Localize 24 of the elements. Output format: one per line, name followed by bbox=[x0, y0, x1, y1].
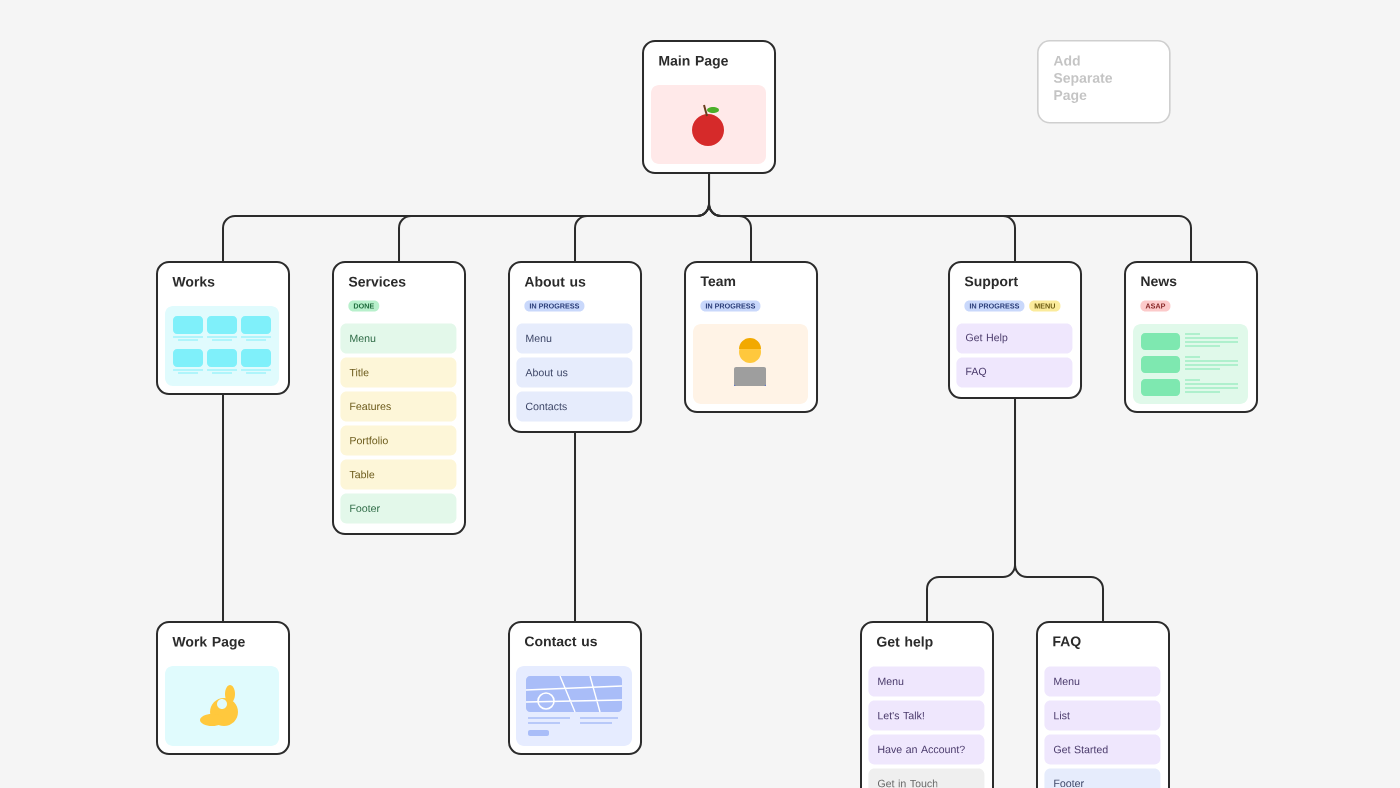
page-card: Add Separate Page bbox=[1037, 40, 1171, 124]
section-block: List bbox=[1044, 700, 1161, 731]
connector-line bbox=[574, 432, 576, 622]
section-block: Menu bbox=[1044, 666, 1161, 697]
section-block: About us bbox=[516, 357, 633, 388]
section-block: Get Help bbox=[956, 323, 1073, 354]
section-block: Contacts bbox=[516, 391, 633, 422]
section-block: Let's Talk! bbox=[868, 700, 985, 731]
section-block: Menu bbox=[340, 323, 457, 354]
section-block: Get Started bbox=[1044, 734, 1161, 765]
section-block: Portfolio bbox=[340, 425, 457, 456]
section-block: Footer bbox=[1044, 768, 1161, 788]
connector-line bbox=[222, 394, 224, 622]
section-block: Menu bbox=[516, 323, 633, 354]
section-block: Table bbox=[340, 459, 457, 490]
section-block: Have an Account? bbox=[868, 734, 985, 765]
section-block: Footer bbox=[340, 493, 457, 524]
section-block: Get in Touch bbox=[868, 768, 985, 788]
connector-line bbox=[1014, 398, 1104, 622]
connector-line bbox=[708, 173, 1192, 262]
section-block: Title bbox=[340, 357, 457, 388]
section-block: Features bbox=[340, 391, 457, 422]
section-block: Menu bbox=[868, 666, 985, 697]
section-block: FAQ bbox=[956, 357, 1073, 388]
